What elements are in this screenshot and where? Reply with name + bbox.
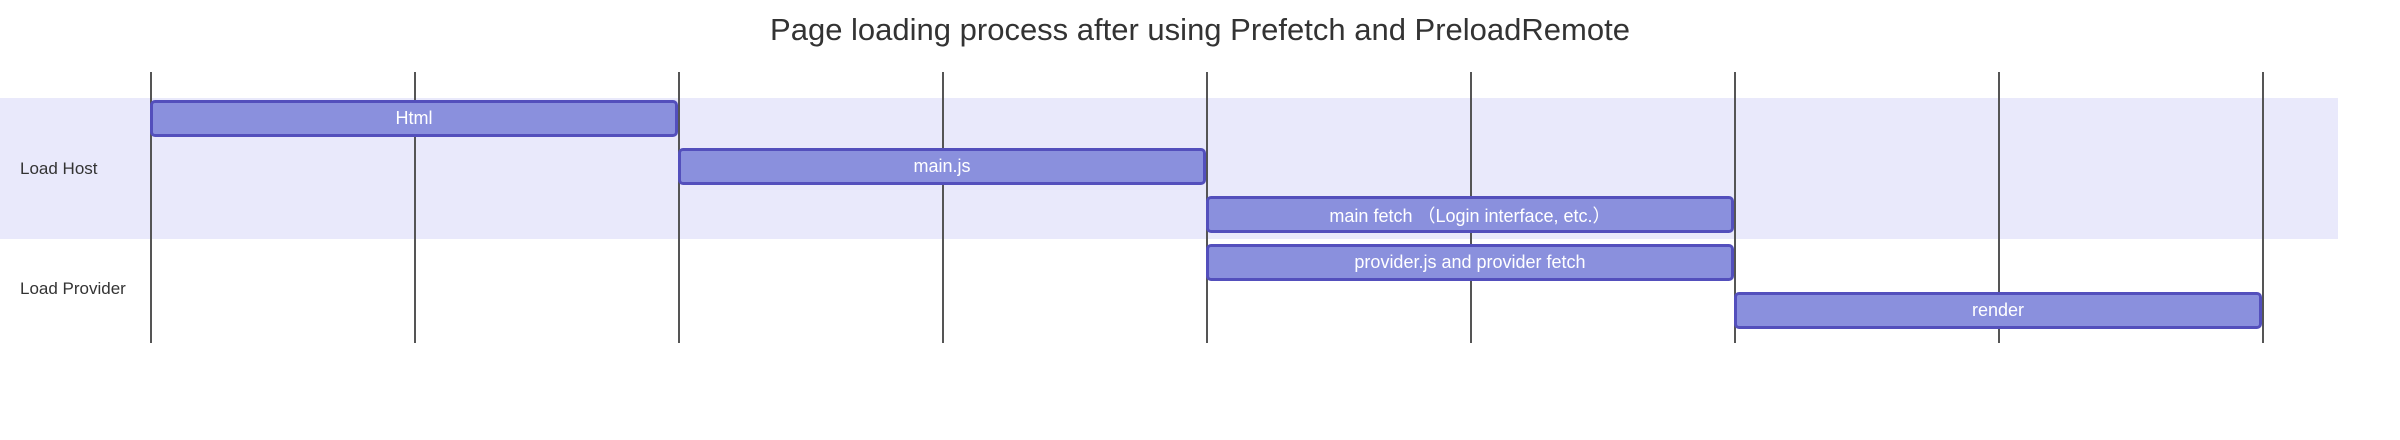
gridline: [414, 72, 416, 343]
gridline: [1734, 72, 1736, 343]
task-bar: provider.js and provider fetch: [1206, 244, 1734, 281]
section-label: Load Host: [20, 158, 98, 178]
task-bar: render: [1734, 292, 2262, 329]
gridline: [678, 72, 680, 343]
task-bar: Html: [150, 100, 678, 137]
task-bar-label: main.js: [913, 156, 971, 176]
task-bar-label: render: [1971, 300, 2025, 320]
section-label: Load Provider: [20, 278, 126, 298]
gridline: [150, 72, 152, 343]
task-bar-label: provider.js and provider fetch: [1354, 252, 1586, 272]
task-bar: main fetch （Login interface, etc.）: [1206, 196, 1734, 233]
chart-title: Page loading process after using Prefetc…: [770, 12, 1630, 47]
task-bar-label: main fetch （Login interface, etc.）: [1329, 205, 1611, 226]
gridline: [2262, 72, 2264, 343]
gridline: [942, 72, 944, 343]
task-bar-label: Html: [395, 108, 433, 128]
task-bar: main.js: [678, 148, 1206, 185]
gridline: [1998, 72, 2000, 343]
